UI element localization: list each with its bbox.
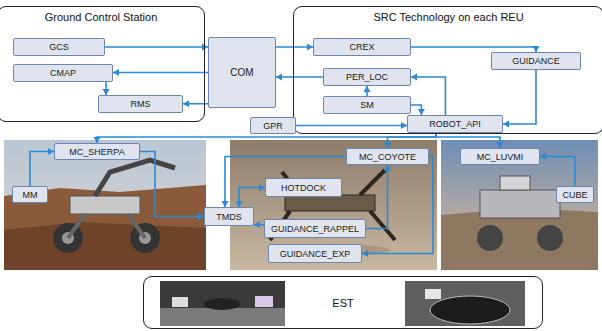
process-box: GCS — [13, 38, 105, 56]
box-label: SM — [360, 100, 374, 110]
box-label: CUBE — [562, 190, 587, 200]
process-box: GUIDANCE_EXP — [268, 244, 362, 263]
box-label: GUIDANCE_EXP — [280, 249, 351, 259]
process-box: MC_COYOTE — [346, 148, 429, 165]
connector — [105, 46, 208, 48]
process-box: MC_SHERPA — [54, 143, 140, 160]
process-box: COM — [208, 37, 276, 108]
box-label: MM — [23, 190, 38, 200]
process-box: HOTDOCK — [265, 178, 342, 197]
arrowhead — [254, 221, 260, 228]
arrowhead — [384, 165, 391, 171]
process-box: SM — [323, 96, 411, 114]
group-title: EST — [144, 297, 542, 309]
group-box: Ground Control StationGCS CMAP RMS — [0, 6, 205, 122]
coyote-photo — [230, 140, 437, 270]
connector — [239, 188, 265, 208]
connector — [276, 76, 323, 78]
arrowhead — [362, 250, 368, 257]
connector — [97, 133, 436, 143]
box-label: MC_SHERPA — [69, 147, 124, 157]
group-box: SRC Technology on each REU CREX GUIDANCE PE… — [293, 6, 602, 134]
process-box: CREX — [313, 38, 411, 56]
process-box: GUIDANCE — [491, 52, 581, 70]
box-label: MC_COYOTE — [359, 152, 416, 162]
box-label: GCS — [49, 42, 69, 52]
connector — [503, 70, 536, 124]
group-box: EST — [143, 276, 543, 329]
box-label: GUIDANCE_RAPPEL — [271, 224, 359, 234]
box-label: TMDS — [216, 212, 242, 222]
connector — [411, 77, 445, 115]
process-box: GPR — [250, 117, 296, 134]
arrowhead — [183, 100, 189, 107]
sherpa-photo — [4, 140, 206, 270]
process-box: CMAP — [13, 64, 113, 82]
box-label: RMS — [131, 99, 151, 109]
connector — [540, 157, 575, 187]
process-box: ROBOT_API — [407, 115, 503, 133]
process-box: CUBE — [556, 186, 594, 203]
process-box: GUIDANCE_RAPPEL — [264, 219, 366, 238]
connector — [436, 133, 500, 148]
connector — [362, 157, 433, 254]
box-label: GPR — [263, 121, 283, 131]
connector — [388, 133, 436, 148]
arrowhead — [503, 121, 509, 128]
box-label: ROBOT_API — [429, 119, 481, 129]
luvmi-photo — [441, 140, 598, 270]
group-title: SRC Technology on each REU — [294, 11, 602, 23]
box-label: COM — [230, 67, 253, 78]
arrowhead — [364, 86, 371, 92]
process-box: RMS — [98, 95, 183, 113]
process-box: PER_LOC — [323, 68, 411, 86]
box-label: GUIDANCE — [512, 56, 560, 66]
box-label: CMAP — [50, 68, 76, 78]
connector — [30, 152, 54, 187]
connector — [113, 72, 208, 74]
arrowhead — [113, 69, 119, 76]
connector — [366, 165, 388, 229]
process-box: MM — [12, 186, 48, 203]
arrowhead — [540, 153, 546, 160]
box-label: HOTDOCK — [281, 183, 326, 193]
box-label: CREX — [349, 42, 374, 52]
process-box: MC_LUVMI — [460, 148, 540, 165]
connector — [225, 157, 346, 208]
connector — [296, 125, 407, 127]
box-label: MC_LUVMI — [477, 152, 524, 162]
arrowhead — [411, 74, 417, 81]
group-title: Ground Control Station — [0, 11, 204, 23]
arrowhead — [276, 74, 282, 81]
connector — [140, 152, 204, 217]
box-label: PER_LOC — [346, 72, 388, 82]
process-box: TMDS — [204, 207, 254, 226]
